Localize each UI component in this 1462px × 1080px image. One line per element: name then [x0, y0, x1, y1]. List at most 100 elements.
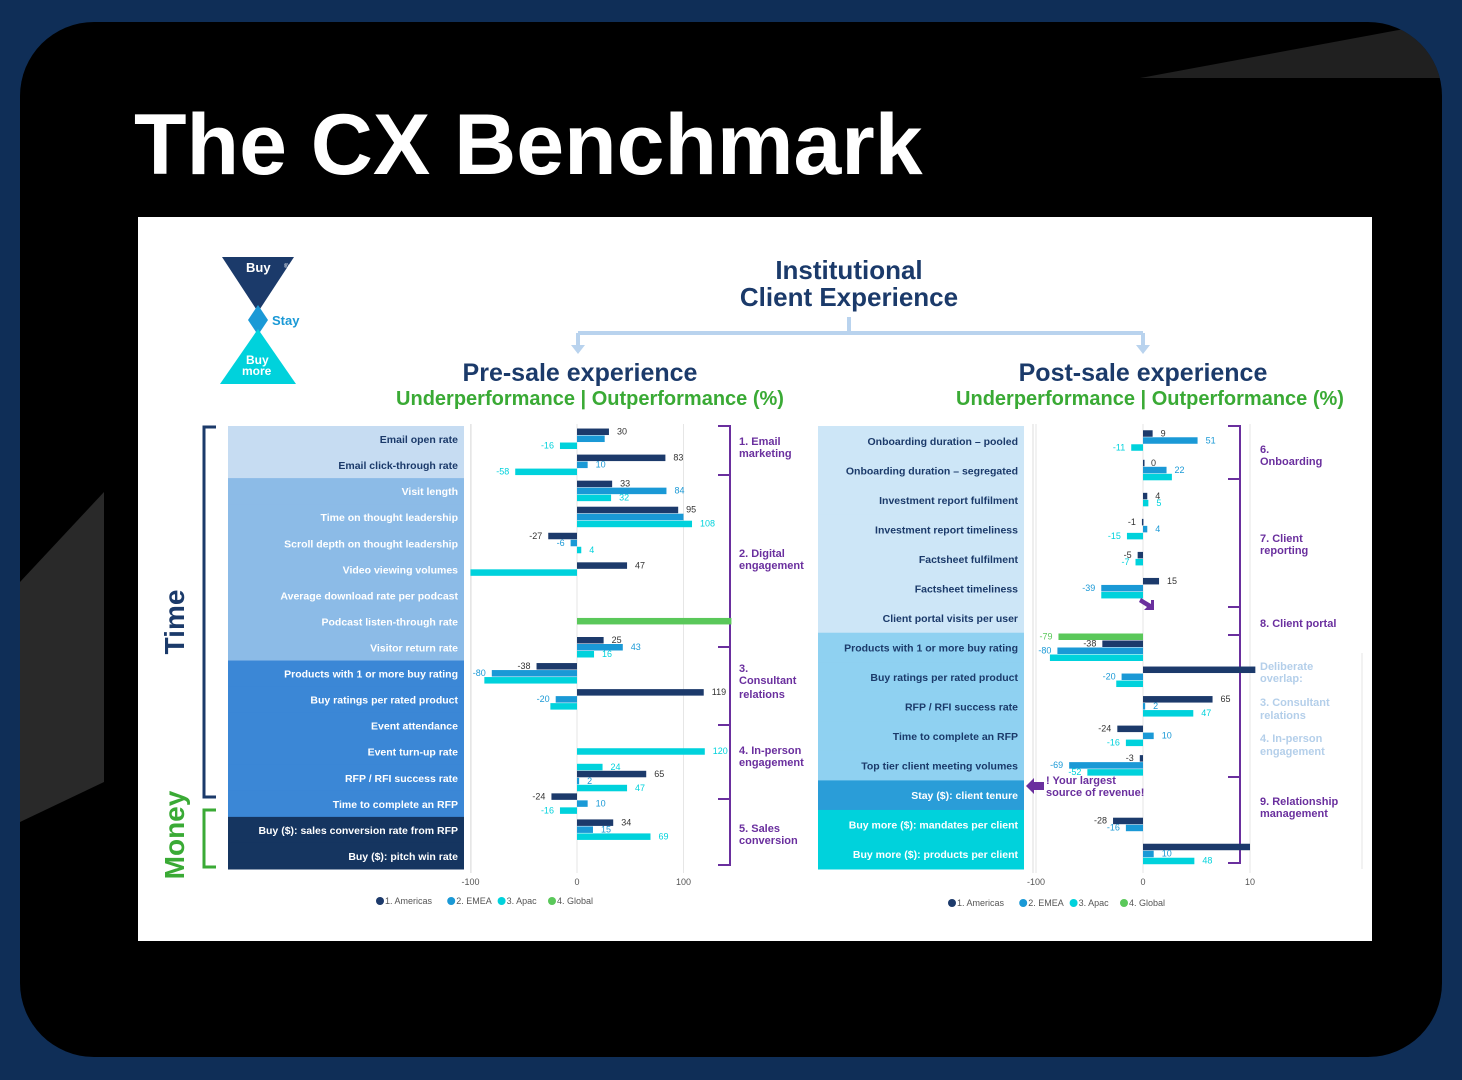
pre-tick-label: 100 [676, 877, 691, 887]
pre-bar [577, 454, 666, 462]
pre-bar [577, 651, 595, 658]
pre-row-label: Scroll depth on thought leadership [284, 538, 458, 550]
pre-row-band [228, 426, 464, 453]
post-row-band [818, 809, 1024, 840]
post-row-band [818, 662, 1024, 693]
pre-row-label: Email open rate [380, 434, 458, 446]
post-bar [1125, 824, 1143, 832]
post-bar [1049, 654, 1143, 661]
post-data-label: -11 [1113, 442, 1125, 452]
post-data-label: -1 [1128, 517, 1136, 527]
post-bar [1135, 558, 1143, 566]
pre-tick-label: -100 [461, 877, 479, 887]
header-title-line1: Institutional [775, 255, 922, 285]
post-legend-marker [1069, 899, 1078, 907]
post-data-label: -7 [1121, 557, 1129, 567]
post-bar [1087, 769, 1143, 776]
group-overlap-l2: overlap: [1260, 673, 1303, 685]
post-row-label: Time to complete an RFP [893, 731, 1018, 743]
pre-row-band [228, 452, 464, 479]
pre-data-label: 95 [686, 505, 696, 515]
pre-bar [559, 442, 577, 450]
post-bar [1125, 739, 1143, 747]
pre-data-label: 2 [587, 776, 592, 786]
group-email-marketing-l2: marketing [739, 448, 792, 460]
post-bar [1143, 857, 1195, 865]
pre-row-band [228, 660, 464, 688]
pre-data-label: -16 [541, 805, 554, 815]
post-data-label: 22 [1175, 465, 1185, 475]
post-bar [1143, 492, 1148, 500]
post-data-label: -15 [1108, 531, 1121, 541]
post-tick-label: 0 [1140, 877, 1145, 887]
post-bar [1143, 666, 1256, 674]
pre-row-label: Time on thought leadership [321, 512, 458, 524]
pre-bar [577, 800, 588, 807]
group-consultant-relations-l3: relations [739, 689, 785, 701]
post-row-label: Onboarding duration – pooled [868, 436, 1019, 448]
pre-data-label: 47 [635, 560, 645, 570]
pre-legend-marker [548, 897, 556, 905]
post-bar [1143, 710, 1194, 717]
pre-row-band [228, 686, 464, 714]
post-row-band [818, 485, 1024, 516]
pre-row-label: Visitor return rate [370, 643, 458, 655]
pre-bar [577, 562, 628, 569]
post-row-band [818, 603, 1024, 634]
post-legend-label: 3. Apac [1079, 898, 1110, 908]
group-digital-engagement-l2: engagement [739, 560, 804, 572]
post-data-label: 47 [1201, 708, 1211, 718]
group-client-reporting-l1: 7. Client [1260, 533, 1303, 545]
pre-data-label: 10 [596, 798, 606, 808]
pre-row-label: Buy ($): sales conversion rate from RFP [258, 825, 458, 837]
buy-stay-logo: Buy ® Stay Buy more [220, 257, 300, 384]
pre-bar [577, 494, 612, 502]
post-legend-marker [1019, 899, 1028, 907]
logo-buy-more-line1: Buy [246, 353, 269, 367]
pre-data-label: 16 [602, 649, 612, 659]
post-bar [1116, 680, 1143, 688]
pre-row-label: Products with 1 or more buy rating [284, 669, 458, 681]
pre-row-band [228, 556, 464, 583]
post-row-band [818, 691, 1024, 722]
pre-data-label: 84 [674, 486, 684, 496]
post-row-label: Products with 1 or more buy rating [844, 643, 1018, 655]
pre-data-label: 47 [635, 783, 645, 793]
post-legend-label: 2. EMEA [1028, 898, 1064, 908]
post-row-label: Client portal visits per user [883, 613, 1018, 625]
buy-more-funnel-shape [220, 329, 296, 384]
pre-legend-label: 4. Global [557, 896, 593, 906]
pre-bar [577, 513, 684, 521]
post-data-label: 4 [1155, 491, 1160, 501]
pre-row-label: Buy ($): pitch win rate [348, 851, 458, 863]
pre-data-label: -16 [541, 441, 554, 451]
post-row-band [818, 721, 1024, 752]
post-row-label: RFP / RFI success rate [905, 702, 1018, 714]
pre-bar [577, 480, 613, 488]
logo-buy-more-line2: more [242, 364, 272, 378]
pre-data-label: -20 [537, 694, 550, 704]
post-group-labels: 6. Onboarding 7. Client reporting 8. Cli… [1260, 444, 1339, 820]
post-bar [1101, 584, 1143, 592]
bracket-arrow-left [571, 345, 585, 354]
post-row-band [818, 780, 1024, 811]
group-email-marketing-l1: 1. Email [739, 436, 781, 448]
pre-sale-subtitle: Underperformance | Outperformance (%) [396, 388, 784, 410]
post-bar [1143, 430, 1153, 437]
pre-row-label: Visit length [402, 486, 458, 498]
post-row-band [818, 750, 1024, 781]
post-row-label: Buy more ($): mandates per client [849, 820, 1019, 832]
post-data-label: 65 [1221, 694, 1231, 704]
group-overlap-consultant-l1: 3. Consultant [1260, 697, 1330, 709]
group-sales-conversion-l2: conversion [739, 835, 798, 847]
time-bracket [202, 425, 216, 799]
pre-row-band [228, 634, 464, 662]
pre-row-band [228, 582, 464, 609]
pre-bar [577, 617, 732, 625]
annotation-line1: ! Your largest [1046, 775, 1116, 787]
post-data-label: 15 [1167, 576, 1177, 586]
post-legend-label: 4. Global [1129, 898, 1165, 908]
post-data-label: -28 [1094, 816, 1107, 826]
pre-bar [559, 807, 577, 814]
pre-data-label: 30 [617, 427, 627, 437]
